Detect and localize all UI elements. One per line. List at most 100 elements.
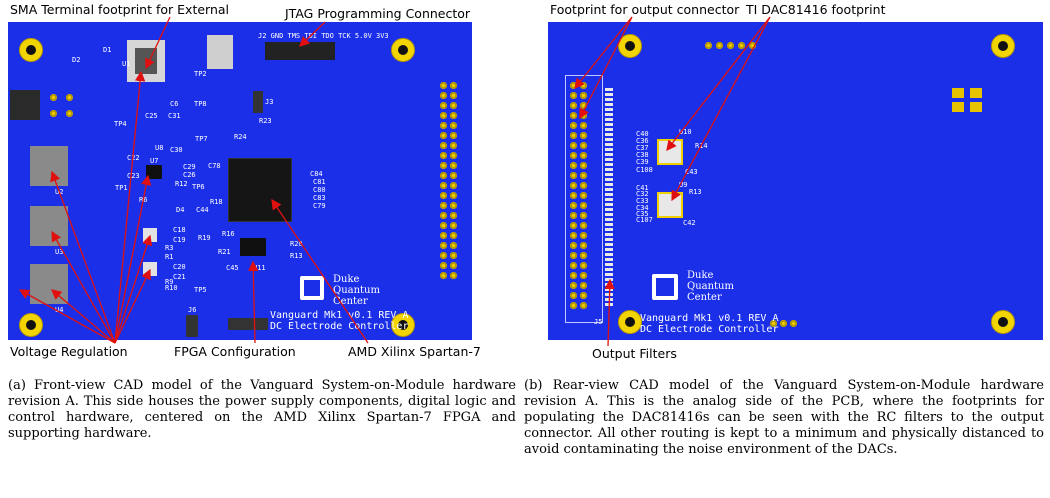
silk-c25: C25: [145, 112, 158, 120]
filter-pad-14: [605, 158, 613, 161]
annotation-ti-dac: TI DAC81416 footprint: [746, 2, 886, 17]
arrow-vr-5: [114, 174, 152, 344]
filter-pad-29: [605, 233, 613, 236]
annotation-voltage: Voltage Regulation: [10, 344, 128, 359]
top-pad-0-2: [727, 42, 734, 49]
left-board-label-line2: DC Electrode Controller: [270, 321, 409, 332]
silk-c38: C38: [636, 151, 649, 159]
silk-d1: D1: [103, 46, 112, 54]
silk-c35: C35: [636, 210, 649, 218]
filter-pad-32: [605, 248, 613, 251]
left-edge-pin-0-0: [440, 82, 447, 89]
left-edge-pin-7-1: [450, 152, 457, 159]
arrow-output-connector-2: [579, 16, 633, 120]
left-edge-pin-13-1: [450, 212, 457, 219]
output-connector-pin-4-1: [580, 122, 587, 129]
sma-footprint: [207, 35, 233, 69]
arrow-sma: [145, 16, 171, 70]
filter-pad-6: [605, 118, 613, 121]
output-connector-pin-9-0: [570, 172, 577, 179]
annotation-jtag: JTAG Programming Connector: [285, 6, 471, 21]
output-connector-pin-21-1: [580, 292, 587, 299]
silk-u10: U10: [679, 128, 692, 136]
filter-pad-16: [605, 168, 613, 171]
filter-pad-24: [605, 208, 613, 211]
right-pcb-board: [548, 22, 1043, 340]
silk-c20: C20: [173, 263, 186, 271]
left-edge-pin-11-0: [440, 192, 447, 199]
power-connector-left: [10, 90, 40, 120]
silk-tp7: TP7: [195, 135, 208, 143]
silk-c39: C39: [636, 158, 649, 166]
filter-pad-13: [605, 153, 613, 156]
silk-c79: C79: [313, 202, 326, 210]
top-pad-0-4: [749, 42, 756, 49]
silk-c43: C43: [685, 168, 698, 176]
silk-u11: U11: [253, 264, 266, 272]
arrow-fpga-config: [248, 260, 259, 344]
jtag-header: [265, 42, 335, 60]
silk-c45: C45: [226, 264, 239, 272]
filter-pad-23: [605, 203, 613, 206]
output-connector-pin-11-1: [580, 192, 587, 199]
output-connector-pin-7-1: [580, 152, 587, 159]
output-connector-pin-11-0: [570, 192, 577, 199]
filter-pad-19: [605, 183, 613, 186]
silk-u7: U7: [150, 157, 159, 165]
silk-c84: C84: [310, 170, 323, 178]
filter-pad-10: [605, 138, 613, 141]
caption-a: (a) Front-view CAD model of the Vanguard…: [8, 378, 516, 441]
silk-u1: U1: [122, 60, 131, 68]
silk-c26: C26: [183, 171, 196, 179]
left-edge-pin-8-0: [440, 162, 447, 169]
silk-r20: R20: [290, 240, 303, 248]
output-connector-pins: [570, 82, 600, 316]
left-edge-pin-3-1: [450, 112, 457, 119]
right-logo-line2: Quantum: [687, 281, 734, 292]
right-pad-2: [970, 88, 982, 98]
power-pin-1: [50, 94, 57, 101]
top-pad-0-1: [716, 42, 723, 49]
filter-pad-9: [605, 133, 613, 136]
left-edge-pin-19-1: [450, 272, 457, 279]
left-edge-pin-14-1: [450, 222, 457, 229]
filter-pad-40: [605, 288, 613, 291]
filter-pad-31: [605, 243, 613, 246]
left-edge-pin-4-1: [450, 122, 457, 129]
right-logo-line3: Center: [687, 292, 722, 303]
silk-c23: C23: [127, 172, 140, 180]
silk-c31: C31: [168, 112, 181, 120]
output-connector-pin-18-0: [570, 262, 577, 269]
output-connector-pin-17-1: [580, 252, 587, 259]
left-edge-pin-17-0: [440, 252, 447, 259]
output-connector-pin-14-0: [570, 222, 577, 229]
left-edge-pin-0-1: [450, 82, 457, 89]
output-connector-pin-6-0: [570, 142, 577, 149]
left-edge-pin-2-1: [450, 102, 457, 109]
silk-r23: R23: [259, 117, 272, 125]
output-connector-pin-1-0: [570, 92, 577, 99]
filter-pad-3: [605, 103, 613, 106]
left-edge-pin-11-1: [450, 192, 457, 199]
left-mounting-hole-bl: [19, 313, 43, 337]
bottom-pad-0-1: [780, 320, 787, 327]
output-connector-pin-6-1: [580, 142, 587, 149]
left-edge-pin-8-1: [450, 162, 457, 169]
output-connector-pin-17-0: [570, 252, 577, 259]
filter-pad-20: [605, 188, 613, 191]
right-mounting-hole-tl: [618, 34, 642, 58]
output-connector-pin-7-0: [570, 152, 577, 159]
silk-d2: D2: [72, 56, 81, 64]
left-edge-pin-5-0: [440, 132, 447, 139]
output-connector-pin-16-1: [580, 242, 587, 249]
fpga-config-header: [228, 318, 268, 330]
filter-pad-1: [605, 93, 613, 96]
output-connector-pin-9-1: [580, 172, 587, 179]
filter-pad-36: [605, 268, 613, 271]
left-edge-pin-16-0: [440, 242, 447, 249]
silk-c21: C21: [173, 273, 186, 281]
annotation-amd: AMD Xilinx Spartan-7: [348, 344, 481, 359]
bottom-pad-0-2: [790, 320, 797, 327]
silk-c83: C83: [313, 194, 326, 202]
